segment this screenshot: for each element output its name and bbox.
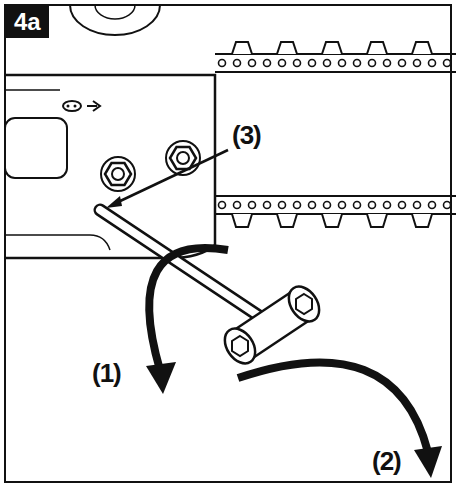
rotation-arrow bbox=[146, 248, 228, 394]
callout-number: (3) bbox=[232, 122, 261, 148]
direction-icon bbox=[63, 101, 100, 111]
bar-nut bbox=[101, 157, 135, 191]
bar-nut bbox=[166, 141, 200, 175]
frame bbox=[5, 5, 451, 482]
saw-chain bbox=[215, 42, 456, 227]
t-wrench bbox=[100, 210, 325, 369]
callout-number: (2) bbox=[372, 448, 401, 474]
figure-number: 4a bbox=[6, 6, 49, 38]
rotation-arrow bbox=[238, 362, 442, 478]
leader-line bbox=[116, 150, 228, 203]
side-cover bbox=[5, 75, 215, 258]
callout-number: (1) bbox=[92, 360, 121, 386]
